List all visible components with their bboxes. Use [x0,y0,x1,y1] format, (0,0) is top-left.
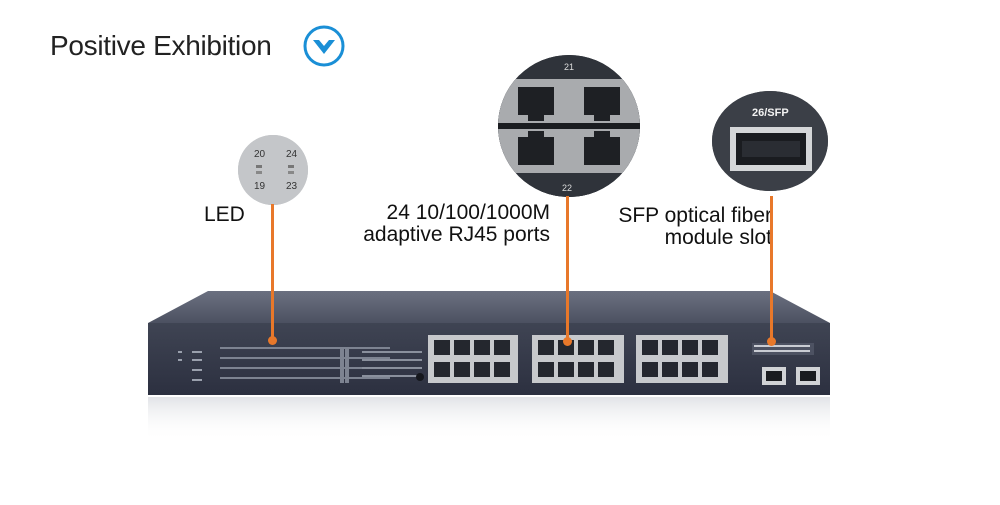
rj45-number-21: 21 [564,62,574,72]
rj45-label-line2: adaptive RJ45 ports [363,223,550,246]
rj45-zoom-view: 21 22 [498,55,640,197]
led-number-19: 19 [254,181,266,192]
rj45-callout-dot [563,337,572,346]
sfp-label-line2: module slot [664,226,772,249]
rj45-number-22: 22 [562,183,572,193]
rj45-label-line1: 24 10/100/1000M [386,201,550,224]
sfp-slots [762,367,820,385]
led-zoom-view: 20 24 19 23 [238,135,308,205]
sfp-callout-line [770,196,773,340]
led-number-24: 24 [286,149,298,160]
led-label: LED [204,203,245,226]
led-callout-line [271,204,274,340]
sfp-callout-dot [767,337,776,346]
chevron-down-circle-icon [303,25,345,67]
rj45-label: 24 10/100/1000M adaptive RJ45 ports [340,202,550,246]
network-switch [148,291,830,441]
page-title: Positive Exhibition [50,30,272,61]
led-callout-dot [268,336,277,345]
led-number-23: 23 [286,181,298,192]
led-number-20: 20 [254,149,266,160]
sfp-label-line1: SFP optical fiber [618,204,772,227]
rj45-callout-line [566,196,569,340]
sfp-zoom-view: 26/SFP [712,91,828,191]
sfp-zoom-label: 26/SFP [752,107,789,119]
sfp-label: SFP optical fiber module slot [598,205,772,249]
